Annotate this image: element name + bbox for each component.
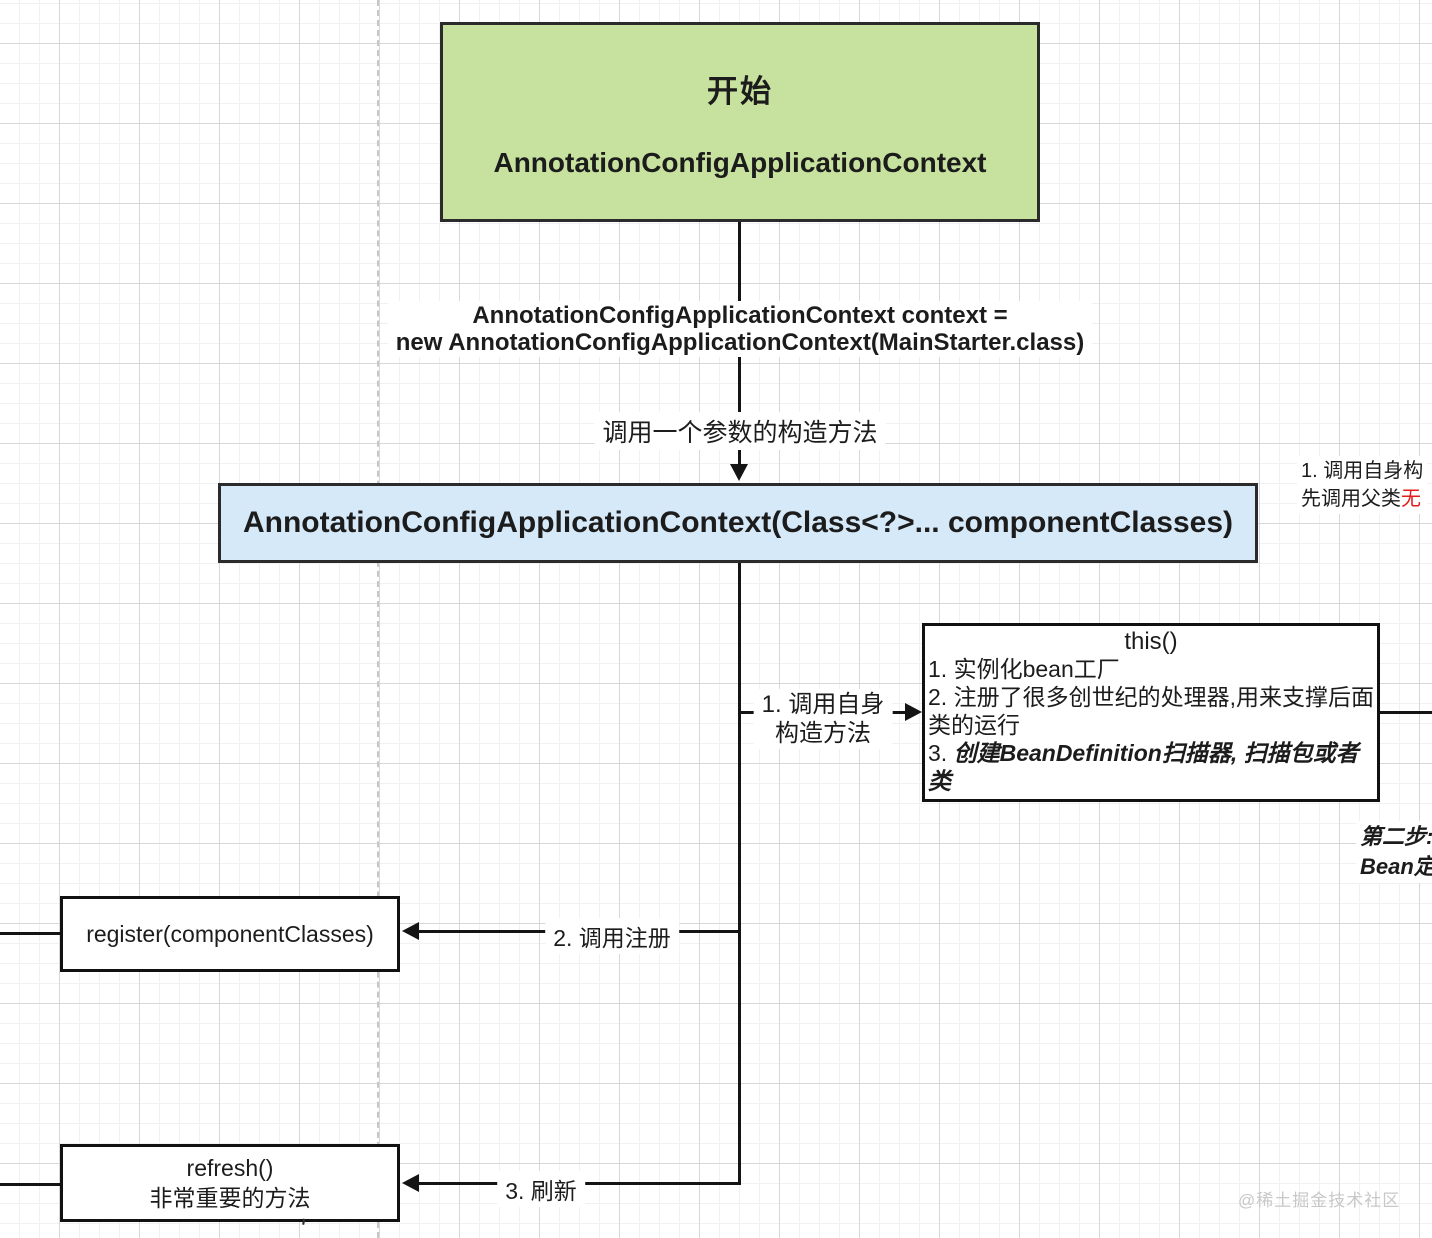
edge-label-call-refresh: 3. 刷新	[497, 1171, 585, 1207]
arrowhead-left-into-refresh	[402, 1174, 419, 1192]
start-node-subtitle: AnnotationConfigApplicationContext	[493, 146, 987, 178]
watermark: @稀土掘金技术社区	[1238, 1191, 1401, 1210]
constructor-node-label: AnnotationConfigApplicationContext(Class…	[242, 506, 1234, 539]
annotation-step2-line2: Bean定	[1360, 854, 1432, 879]
this-node-line3-italic: 创建BeanDefinition扫描器, 扫描包或者类	[928, 740, 1359, 794]
refresh-node: refresh() 非常重要的方法	[60, 1144, 400, 1222]
annotation-call-parent-line1: 1. 调用自身构	[1301, 460, 1424, 482]
refresh-node-line1: refresh()	[186, 1155, 274, 1181]
dashed-guide-line	[377, 0, 379, 1238]
edge-label-call-self-line1: 1. 调用自身	[761, 691, 885, 718]
register-node: register(componentClasses)	[60, 896, 400, 972]
annotation-call-parent-line2-text: 先调用父类	[1301, 488, 1401, 510]
this-node-title: this()	[1124, 628, 1178, 655]
annotation-step2-line1: 第二步:	[1360, 824, 1432, 849]
annotation-call-parent-line2: 先调用父类无	[1301, 485, 1423, 513]
edge-label-call-self: 1. 调用自身 构造方法	[753, 689, 893, 749]
this-node: this() 1. 实例化bean工厂 2. 注册了很多创世纪的处理器,用来支撑…	[922, 623, 1380, 802]
edge-label-call-self-line2: 构造方法	[775, 720, 871, 747]
arrowhead-left-into-register	[402, 922, 419, 940]
edge-label-one-param-ctor: 调用一个参数的构造方法	[594, 412, 886, 450]
edge-label-code-line1: AnnotationConfigApplicationContext conte…	[472, 302, 1008, 329]
this-node-line3-prefix: 3.	[928, 740, 954, 766]
this-node-line3: 3. 创建BeanDefinition扫描器, 扫描包或者类	[928, 739, 1374, 795]
connector-refresh-to-left-edge	[0, 1183, 60, 1186]
connector-register-to-left-edge	[0, 932, 60, 935]
this-node-line2: 2. 注册了很多创世纪的处理器,用来支撑后面类的运行	[928, 684, 1374, 738]
edge-label-call-register: 2. 调用注册	[545, 918, 679, 954]
this-node-line1: 1. 实例化bean工厂	[928, 656, 1120, 682]
connector-main-vertical	[738, 563, 741, 1185]
edge-label-code-line2: new AnnotationConfigApplicationContext(M…	[395, 329, 1085, 356]
arrowhead-right-into-this	[905, 703, 922, 721]
arrowhead-down-into-ctor	[730, 464, 748, 481]
start-node-title: 开始	[707, 73, 773, 109]
refresh-node-line2: 非常重要的方法	[149, 1185, 311, 1211]
annotation-call-parent-line2-red: 无	[1401, 488, 1421, 510]
constructor-node: AnnotationConfigApplicationContext(Class…	[218, 483, 1258, 563]
connector-this-to-right-edge	[1380, 711, 1432, 714]
edge-label-code: AnnotationConfigApplicationContext conte…	[387, 301, 1093, 357]
start-node: 开始 AnnotationConfigApplicationContext	[440, 22, 1040, 222]
register-node-label: register(componentClasses)	[86, 920, 374, 947]
annotation-step2: 第二步: Bean定	[1356, 821, 1432, 883]
annotation-call-parent-ctor: 1. 调用自身构 先调用父类无	[1297, 456, 1428, 514]
